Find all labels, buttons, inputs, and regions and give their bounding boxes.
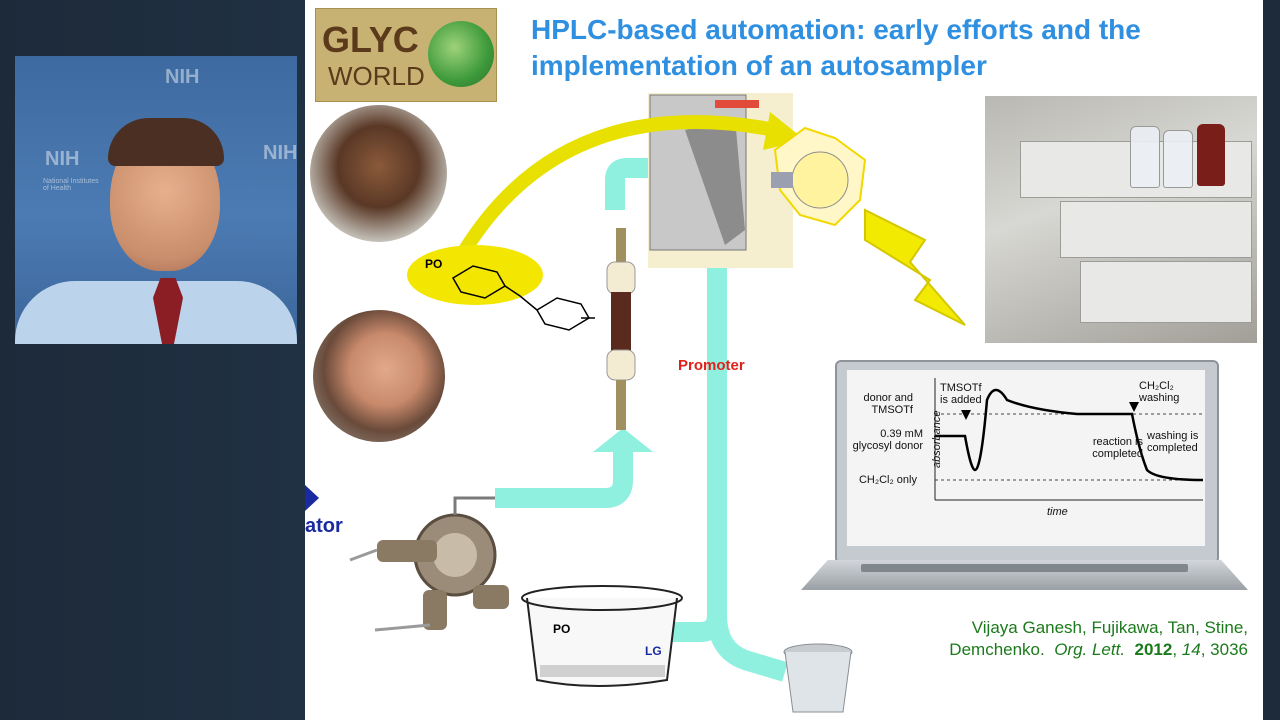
molecule-po-label: PO bbox=[425, 257, 442, 271]
partial-label: ator bbox=[305, 515, 343, 537]
beaker bbox=[521, 585, 683, 687]
instrument-module bbox=[1060, 201, 1252, 258]
absorbance-chart: donor and TMSOTf 0.39 mM glycosyl donor … bbox=[847, 370, 1205, 546]
x-axis-label: time bbox=[1047, 506, 1068, 518]
label-ch2cl2-only: CH₂Cl₂ only bbox=[858, 474, 917, 486]
citation-year: 2012 bbox=[1134, 640, 1173, 659]
lightning-bolt-icon bbox=[864, 208, 966, 326]
laptop: donor and TMSOTf 0.39 mM glycosyl donor … bbox=[801, 360, 1248, 595]
citation: Vijaya Ganesh, Fujikawa, Tan, Stine, Dem… bbox=[865, 617, 1248, 661]
globe-icon bbox=[428, 21, 494, 87]
citation-pages: 3036 bbox=[1210, 640, 1248, 659]
detector-indicator bbox=[715, 100, 759, 108]
logo-text-bottom: WORLD bbox=[328, 61, 425, 91]
citation-journal: Org. Lett. bbox=[1054, 640, 1126, 659]
hplc-instrument-photo bbox=[985, 96, 1257, 343]
label-ch2cl2-washing: CH₂Cl₂ washing bbox=[1139, 380, 1180, 404]
solvent-bottle bbox=[1197, 124, 1225, 186]
laptop-screen-frame: donor and TMSOTf 0.39 mM glycosyl donor … bbox=[835, 360, 1219, 564]
citation-authors-line1: Vijaya Ganesh, Fujikawa, Tan, Stine, bbox=[971, 618, 1248, 637]
nih-watermark: NIH bbox=[45, 148, 80, 170]
researcher-photo-1 bbox=[310, 105, 447, 242]
label-tmsotf-added: TMSOTf is added bbox=[940, 382, 982, 406]
trash-bin-icon bbox=[783, 643, 853, 713]
right-sidebar bbox=[1263, 0, 1280, 720]
washing-arrow bbox=[1129, 402, 1139, 412]
nih-watermark: NIH bbox=[263, 142, 297, 164]
hplc-column bbox=[606, 228, 636, 430]
beaker-lg-label: LG bbox=[645, 644, 662, 658]
lightbulb-icon bbox=[771, 126, 867, 227]
glycosyl-donor-highlight bbox=[407, 245, 543, 305]
laptop-base bbox=[801, 560, 1248, 590]
absorbance-trace bbox=[935, 388, 1204, 482]
hplc-diagram: PO PO LG bbox=[305, 93, 966, 713]
detector-door bbox=[685, 118, 745, 245]
citation-authors-line2: Demchenko. bbox=[949, 640, 1045, 659]
logo-text-top: GLYC bbox=[322, 19, 419, 60]
researcher-photo-2 bbox=[313, 310, 445, 442]
tubing bbox=[495, 158, 788, 682]
laptop-keyboard bbox=[861, 564, 1188, 572]
label-washing-completed: washing is completed bbox=[1147, 430, 1199, 454]
promoter-label: Promoter bbox=[678, 357, 745, 374]
instrument-module bbox=[1080, 261, 1252, 323]
glycoworld-logo: GLYC WORLD bbox=[315, 8, 497, 102]
beaker-po-label: PO bbox=[553, 622, 570, 636]
absorbance-plot bbox=[934, 378, 1204, 501]
tubing-arrow-up bbox=[593, 428, 653, 452]
solvent-bottle bbox=[1163, 130, 1193, 188]
label-donor-tmsotf: donor and TMSOTf bbox=[863, 392, 913, 416]
citation-volume: 14 bbox=[1181, 640, 1201, 659]
transfer-arrow bbox=[459, 115, 777, 254]
presenter-video: NIH NIH NIH National Institutes of Healt… bbox=[15, 56, 297, 344]
nih-watermark-sub: National Institutes of Health bbox=[43, 178, 99, 192]
tmsotf-arrow bbox=[961, 410, 971, 420]
nih-watermark: NIH bbox=[165, 66, 200, 88]
label-reaction-completed: reaction is completed bbox=[1092, 436, 1143, 460]
slide-title: HPLC-based automation: early efforts and… bbox=[531, 14, 1141, 81]
citation-line2: Demchenko. Org. Lett. 2012, 14, 3036 bbox=[949, 640, 1248, 659]
y-axis-label: absorbance bbox=[931, 410, 943, 469]
slide: GLYC WORLD HPLC-based automation: early … bbox=[305, 0, 1263, 720]
label-concentration: 0.39 mM glycosyl donor bbox=[852, 428, 923, 452]
sugar-structures bbox=[451, 265, 595, 331]
solvent-bottle bbox=[1130, 126, 1160, 188]
syringe-pump bbox=[349, 496, 509, 632]
presenter-hair bbox=[108, 118, 224, 166]
partial-arrow bbox=[305, 485, 319, 511]
